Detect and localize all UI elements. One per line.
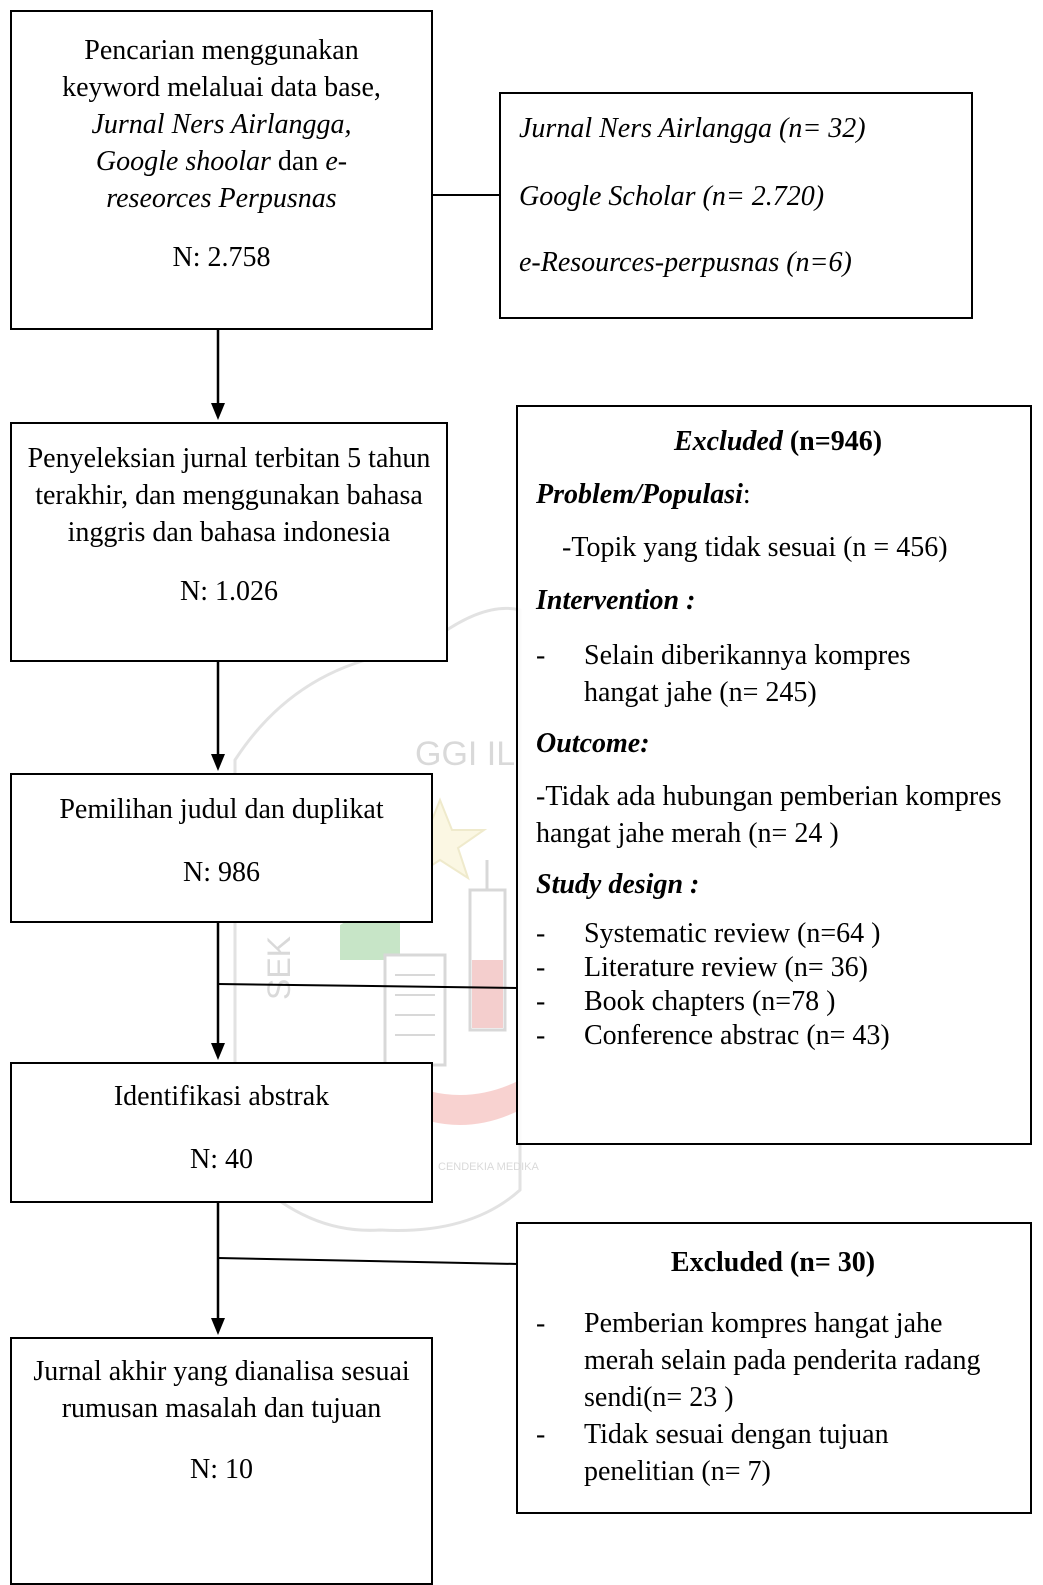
- excluded1-design-label: Study design :: [536, 869, 700, 900]
- search-line-3: Jurnal Ners Airlangga,: [91, 109, 352, 140]
- bullet-dash: -: [536, 1308, 546, 1339]
- bullet-dash: -: [536, 1419, 546, 1450]
- connector-abstract-excluded2: [217, 1257, 519, 1265]
- excluded1-intervention-item: Selain diberikannya kompres hangat jahe …: [584, 640, 911, 708]
- design-item-text: Literature review (n= 36): [584, 952, 868, 983]
- watermark-bottom-text: CENDEKIA MEDIKA: [438, 1161, 540, 1173]
- excluded1-design-list: - Systematic review (n=64 ) - Literature…: [536, 917, 1020, 1053]
- excluded1-title-count: (n=946): [782, 426, 883, 457]
- search-google: Google shoolar: [95, 146, 271, 177]
- design-item-text: Systematic review (n=64 ): [584, 918, 881, 949]
- search-box: Pencarian menggunakan keyword melaluai d…: [10, 10, 433, 330]
- abstract-count: N: 40: [190, 1144, 253, 1175]
- abstract-text: Identifikasi abstrak: [113, 1081, 330, 1112]
- search-line-4: Google shoolar dan e-: [12, 143, 431, 180]
- final-count: N: 10: [190, 1454, 253, 1485]
- excluded1-problem-label: Problem/Populasi: [536, 479, 743, 510]
- excluded2-title: Excluded (n= 30): [670, 1247, 876, 1278]
- excluded1-problem-colon: :: [742, 479, 751, 510]
- excluded-box-2: Excluded (n= 30) - Pemberian kompres han…: [516, 1222, 1032, 1514]
- search-line-1: Pencarian menggunakan: [84, 35, 359, 66]
- sources-box: Jurnal Ners Airlangga (n= 32) Google Sch…: [499, 92, 973, 319]
- excluded1-problem-item: -Topik yang tidak sesuai (n = 456): [562, 532, 948, 563]
- search-dan: dan: [270, 146, 326, 177]
- source-google-scholar: Google Scholar (n= 2.720): [519, 181, 825, 212]
- design-item: - Literature review (n= 36): [536, 951, 1020, 985]
- excluded2-list: - Pemberian kompres hangat jahe merah se…: [536, 1305, 1010, 1490]
- selection-text: Penyeleksian jurnal terbitan 5 tahun ter…: [27, 443, 431, 548]
- search-line-5: reseorces Perpusnas: [106, 183, 337, 214]
- selection-box: Penyeleksian jurnal terbitan 5 tahun ter…: [10, 422, 448, 662]
- design-item-text: Book chapters (n=78 ): [584, 986, 836, 1017]
- excluded1-outcome-item: -Tidak ada hubungan pemberian kompres ha…: [536, 781, 1002, 849]
- excluded2-item-text: Pemberian kompres hangat jahe merah sela…: [584, 1308, 981, 1413]
- excluded1-intervention-label: Intervention :: [536, 585, 696, 616]
- bullet-dash: -: [536, 986, 546, 1017]
- excluded2-item: - Pemberian kompres hangat jahe merah se…: [536, 1305, 1010, 1416]
- design-item-text: Conference abstrac (n= 43): [584, 1020, 890, 1051]
- titles-box: Pemilihan judul dan duplikat N: 986: [10, 773, 433, 923]
- watermark-arc-text: GGI IL: [415, 735, 515, 773]
- abstract-box: Identifikasi abstrak N: 40: [10, 1062, 433, 1203]
- design-item: - Conference abstrac (n= 43): [536, 1019, 1020, 1053]
- bullet-dash: -: [536, 952, 546, 983]
- bullet-dash: -: [536, 1020, 546, 1051]
- excluded-box-1: Excluded (n=946) Problem/Populasi: -Topi…: [516, 405, 1032, 1145]
- final-box: Jurnal akhir yang dianalisa sesuai rumus…: [10, 1337, 433, 1585]
- selection-count: N: 1.026: [180, 576, 278, 607]
- final-text: Jurnal akhir yang dianalisa sesuai rumus…: [33, 1356, 410, 1424]
- excluded1-outcome-label: Outcome:: [536, 728, 650, 759]
- source-e-resources: e-Resources-perpusnas (n=6): [519, 247, 852, 278]
- design-item: - Systematic review (n=64 ): [536, 917, 1020, 951]
- bullet-dash: -: [536, 918, 546, 949]
- excluded1-problem-heading: Problem/Populasi:: [536, 476, 1020, 513]
- excluded2-item: - Tidak sesuai dengan tujuan penelitian …: [536, 1416, 1010, 1490]
- search-line-2: keyword melaluai data base,: [62, 72, 381, 103]
- watermark-side-text: SEK: [261, 936, 297, 1000]
- connector-titles-excluded1: [217, 983, 519, 989]
- design-item: - Book chapters (n=78 ): [536, 985, 1020, 1019]
- excluded1-intervention-row: - Selain diberikannya kompres hangat jah…: [536, 637, 1020, 711]
- excluded1-title: Excluded (n=946): [536, 423, 1020, 460]
- titles-count: N: 986: [183, 857, 260, 888]
- excluded1-title-italic: Excluded: [673, 426, 783, 457]
- titles-text: Pemilihan judul dan duplikat: [59, 794, 384, 825]
- bullet-dash: -: [536, 640, 546, 671]
- source-jurnal-ners: Jurnal Ners Airlangga (n= 32): [519, 113, 866, 144]
- excluded2-item-text: Tidak sesuai dengan tujuan penelitian (n…: [584, 1419, 889, 1487]
- search-count: N: 2.758: [172, 242, 271, 273]
- search-e: e-: [325, 146, 348, 177]
